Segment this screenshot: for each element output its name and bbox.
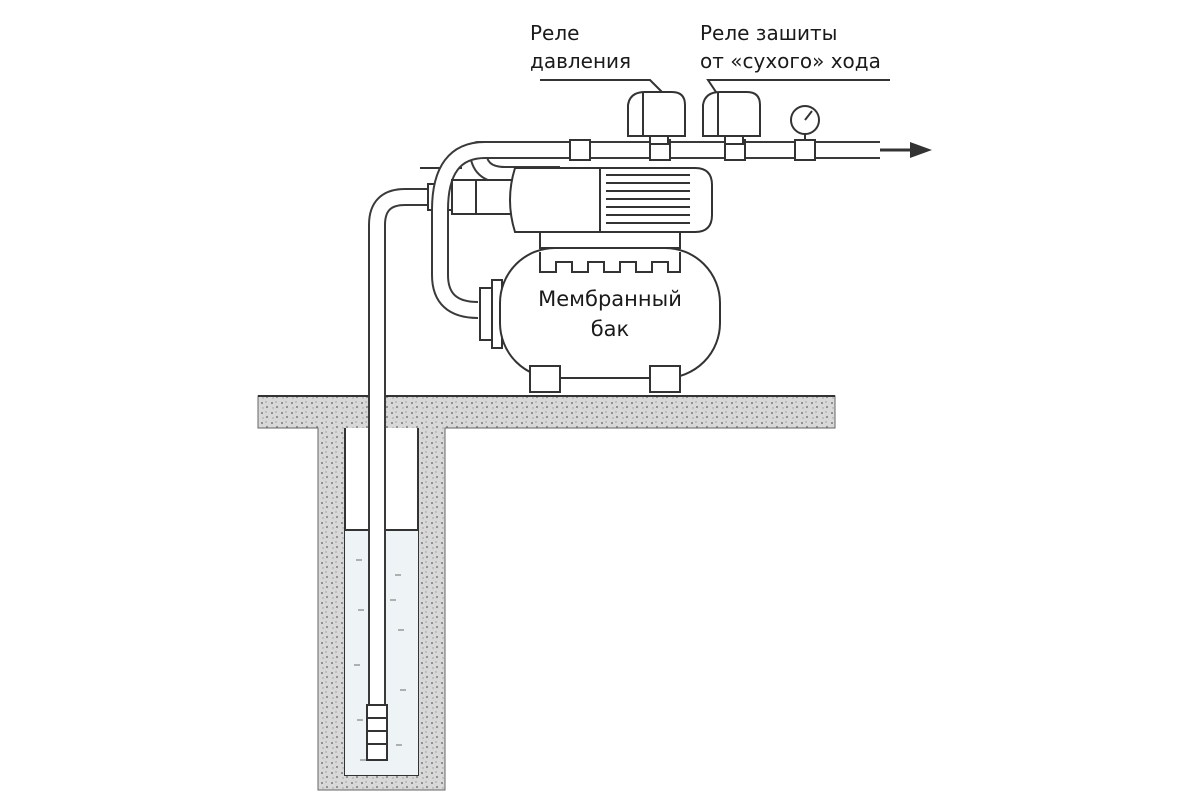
pressure-relay-label-line2: давления bbox=[530, 49, 631, 73]
dry-run-relay-label-line1: Реле зашиты bbox=[700, 21, 837, 45]
membrane-tank: Мембранный бак bbox=[479, 247, 721, 393]
pressure-relay-label-line1: Реле bbox=[530, 21, 579, 45]
ground-soil bbox=[257, 395, 836, 791]
outlet-flow-arrow bbox=[880, 142, 932, 158]
tank-connection-pipe bbox=[431, 141, 486, 319]
dry-run-relay bbox=[702, 91, 761, 145]
suction-pipe bbox=[368, 188, 452, 705]
dry-run-relay-label-line2: от «сухого» хода bbox=[700, 49, 881, 73]
pump-unit bbox=[451, 167, 713, 249]
suction-strainer bbox=[366, 704, 388, 761]
pressure-relay bbox=[627, 91, 686, 145]
tank-label-line2: бак bbox=[591, 317, 630, 341]
manometer bbox=[790, 105, 820, 140]
tank-label-line1: Мембранный bbox=[538, 287, 682, 311]
motor-cooling-fins bbox=[606, 174, 690, 224]
pressure-relay-label: Реле давления bbox=[530, 21, 663, 93]
dry-run-relay-label: Реле зашиты от «сухого» хода bbox=[700, 21, 890, 93]
